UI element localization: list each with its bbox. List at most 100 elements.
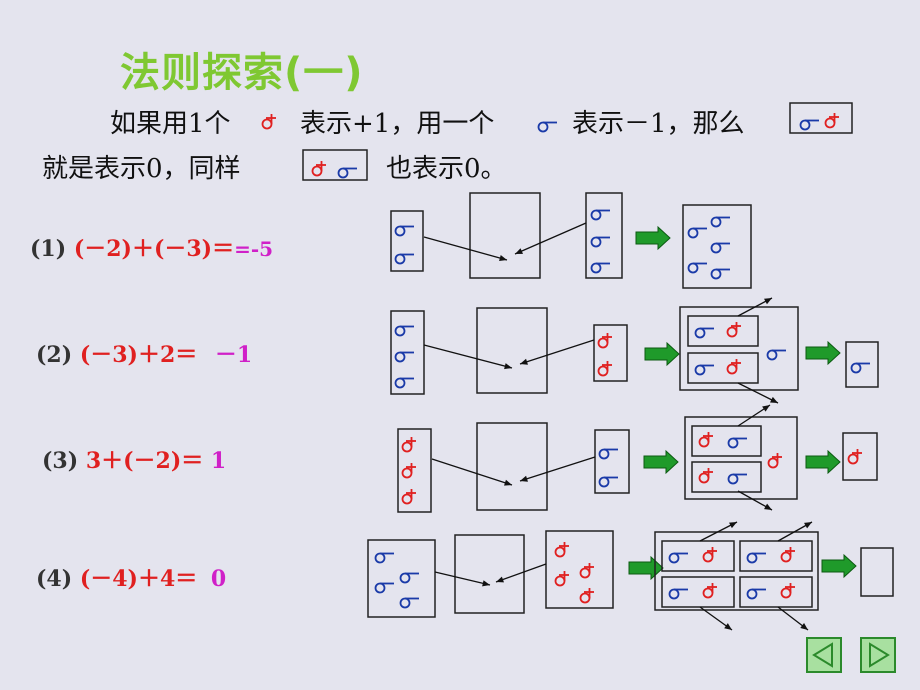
problem-3-expression: 3＋(－2)＝ [85,448,204,474]
row1-center-box [469,192,541,279]
negative-chip-icon [746,588,766,600]
negative-chip-icon [850,362,870,374]
negative-chip-icon [590,236,610,248]
negative-chip-icon [710,268,730,280]
positive-chip-icon [767,453,782,469]
result-arrow-icon [805,449,841,475]
positive-chip-icon [780,547,795,563]
negative-chip-icon [668,552,688,564]
negative-chip-icon [687,227,707,239]
zero-pair-box [739,576,813,608]
intro-text-2a: 就是表示0，同样 [42,154,241,184]
zero-pair-box [691,425,762,457]
prev-slide-icon [812,642,833,668]
intro-text-1c: 表示－1，那么 [572,109,745,139]
zero-pair-box [691,461,762,493]
positive-chip-icon [554,571,569,587]
row3-right-box [594,429,630,494]
result-arrow-icon [644,341,680,367]
problem-2: (2) (－3)＋2＝ －1 [36,337,252,369]
intro-zero-pair-1 [789,102,853,134]
problem-2-expression: (－3)＋2＝ [79,342,198,368]
positive-chip-icon [579,588,594,604]
negative-chip-icon [394,225,414,237]
move-arrow [699,606,733,631]
slide-title: 法则探索(一) [120,50,364,96]
row1-right-box [585,192,623,279]
negative-chip-icon [374,582,394,594]
problem-4-answer: 0 [210,566,227,592]
negative-chip-icon [799,119,819,131]
negative-chip-icon [727,437,747,449]
next-slide-button[interactable] [860,637,896,673]
intro-text-1b: 表示+1，用一个 [300,109,495,139]
positive-chip-icon [311,161,326,177]
row2-result-box [845,341,879,388]
row4-merge-box [654,531,819,611]
negative-chip-icon [710,242,730,254]
zero-pair-box [661,540,735,572]
move-arrow [434,571,491,587]
move-arrow [737,382,779,404]
row3-left-box [397,428,432,513]
row2-center-box [476,307,548,394]
positive-chip-icon [726,359,741,375]
intro-text-1a: 如果用1个 [110,109,231,139]
negative-chip-icon [394,377,414,389]
negative-chip-icon [394,325,414,337]
negative-chip-icon [394,253,414,265]
negative-chip-icon [394,351,414,363]
move-arrow [519,456,596,482]
result-arrow-icon [821,553,857,579]
negative-chip-icon [694,364,714,376]
move-arrow [514,222,587,255]
positive-chip-icon [824,113,839,129]
row2-merge-box [679,306,799,391]
problem-4: (4) (－4)＋4＝ 0 [36,561,226,593]
row3-result-box [842,432,878,481]
move-arrow [737,297,773,317]
intro-line-1: 如果用1个 [110,103,231,140]
positive-chip-icon [702,583,717,599]
move-arrow [777,521,813,542]
negative-chip-icon [727,473,747,485]
move-arrow [431,458,513,486]
prev-slide-button[interactable] [806,637,842,673]
positive-chip-icon [261,114,276,130]
positive-chip-icon [698,432,713,448]
negative-chip-icon [694,327,714,339]
negative-chip-icon [766,349,786,361]
row4-right-box [545,530,614,609]
row4-center-box [454,534,525,614]
row1-left-box [390,210,424,272]
row4-result-box [860,547,894,597]
move-arrow [423,236,508,262]
move-arrow [423,344,513,370]
negative-chip-icon [746,552,766,564]
positive-chip-icon [847,449,862,465]
row2-right-box [593,324,628,382]
positive-chip-icon [780,583,795,599]
zero-pair-box [661,576,735,608]
problem-1-expression: (－2)＋(－3)＝ [73,236,235,262]
move-arrow [519,339,595,365]
row3-merge-box [684,416,798,500]
positive-chip-icon [401,489,416,505]
negative-chip-icon [374,552,394,564]
positive-chip-icon [579,563,594,579]
move-arrow [737,490,773,511]
negative-chip-icon [399,597,419,609]
negative-chip-icon [687,262,707,274]
row4-left-box [367,539,436,618]
problem-2-answer: －1 [214,342,253,368]
positive-chip-icon [401,437,416,453]
problem-2-number: (2) [36,342,73,368]
positive-chip-icon [702,547,717,563]
problem-1: (1) (－2)＋(－3)＝=-5 [30,231,273,263]
result-arrow-icon [643,449,679,475]
problem-1-answer: =-5 [234,237,274,261]
negative-chip-icon [590,262,610,274]
positive-chip-icon [726,322,741,338]
positive-chip-icon [698,468,713,484]
problem-4-expression: (－4)＋4＝ [79,566,198,592]
